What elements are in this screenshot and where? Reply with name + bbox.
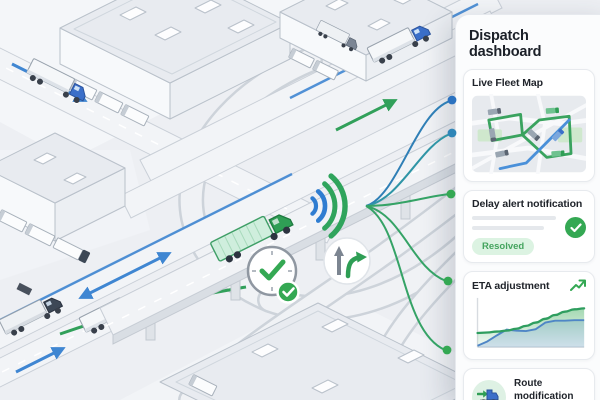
trend-up-icon — [570, 279, 586, 291]
delay-alert-card[interactable]: Delay alert notification Resolved — [463, 190, 595, 263]
skeleton-lines: Resolved — [472, 216, 558, 255]
truck-green-connected — [210, 214, 294, 263]
on-time-check-badge — [246, 245, 300, 304]
route-direction-badge — [323, 237, 371, 285]
eta-green-line — [476, 307, 586, 335]
route-modification-card[interactable]: Route modification confirmation — [463, 368, 595, 400]
loading-dock-trailers — [0, 209, 91, 264]
wifi-signal-icon — [310, 173, 348, 239]
check-subbadge-icon — [276, 280, 300, 304]
turn-right-arrow-icon — [356, 251, 367, 263]
warehouse — [279, 0, 453, 82]
eta-green-area — [477, 308, 585, 348]
eta-title: ETA adjustment — [472, 279, 550, 292]
truck-gray — [0, 297, 64, 336]
map-truck-markers — [487, 107, 565, 158]
eta-blue-line — [477, 319, 585, 347]
blue-arrow-icon — [15, 347, 66, 374]
map-blue-route — [498, 118, 571, 170]
dispatch-dashboard-panel: Dispatch dashboard Live Fleet Map — [455, 14, 600, 400]
warehouses — [0, 0, 483, 400]
delay-alert-title: Delay alert notification — [472, 198, 583, 210]
warehouse — [59, 0, 291, 127]
check-circle-icon — [565, 217, 586, 238]
route-truck-icon — [472, 379, 506, 400]
truck-blue — [366, 25, 432, 64]
blue-double-arrow-icon — [78, 252, 172, 299]
straight-arrow-icon — [334, 246, 344, 256]
fleet-map-card[interactable]: Live Fleet Map — [463, 69, 595, 182]
fleet-map — [472, 94, 586, 174]
resolved-badge: Resolved — [472, 238, 535, 255]
truck-blue — [26, 58, 86, 103]
eta-blue-area — [477, 320, 585, 348]
truck-gray-small — [316, 20, 358, 52]
fleet-map-title: Live Fleet Map — [472, 77, 543, 89]
eta-card[interactable]: ETA adjustment — [463, 271, 595, 360]
warehouse — [0, 132, 126, 264]
panel-title: Dispatch dashboard — [469, 28, 542, 60]
route-modification-title: Route modification confirmation — [514, 378, 574, 400]
eta-chart — [476, 297, 586, 348]
